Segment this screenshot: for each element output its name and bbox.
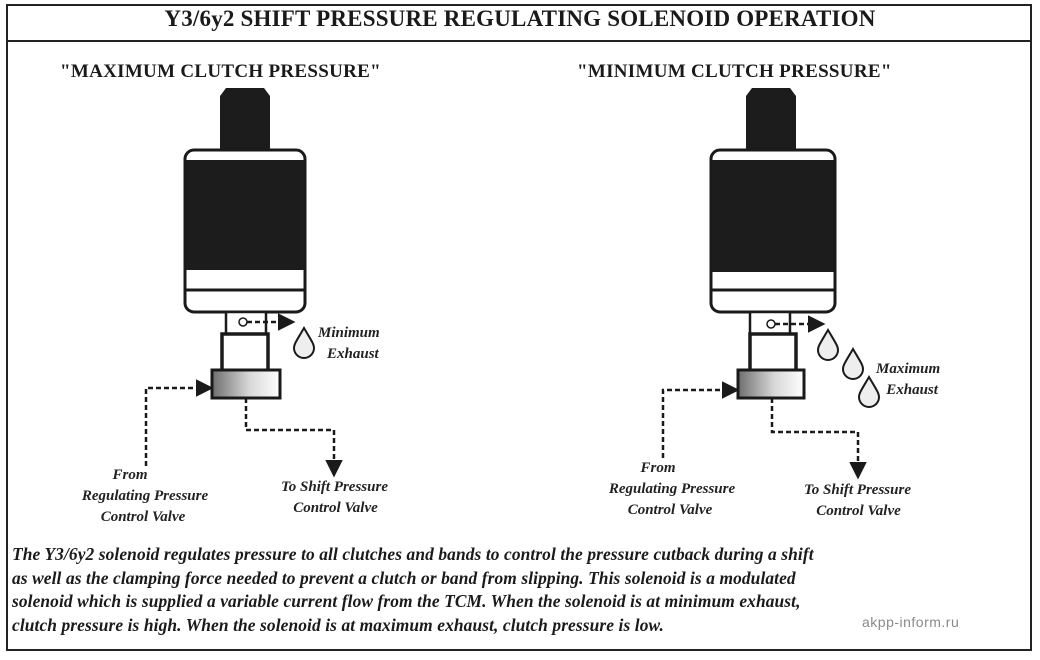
valve-block-left: [210, 368, 282, 400]
diagram-frame: [6, 4, 1032, 651]
drop-icon: [292, 326, 316, 359]
solenoid-left: [183, 88, 307, 400]
description-line: The Y3/6y2 solenoid regulates pressure t…: [12, 544, 814, 564]
from-label-right: From Regulating Pressure Control Valve: [608, 460, 736, 518]
title-divider: [8, 40, 1030, 42]
to-label-left: To Shift Pressure Control Valve: [281, 479, 388, 516]
description-line: solenoid which is supplied a variable cu…: [12, 591, 801, 611]
coil-band-right: [712, 160, 834, 272]
coil-band-left: [186, 160, 304, 270]
to-label-right: To Shift Pressure Control Valve: [804, 482, 911, 519]
valve-block-right: [736, 368, 806, 400]
description-line: clutch pressure is high. When the soleno…: [12, 614, 664, 635]
solenoid-right: [709, 88, 837, 400]
drop-icon: [857, 375, 881, 408]
page-title: Y3/6y2 SHIFT PRESSURE REGULATING SOLENOI…: [164, 6, 876, 31]
to-arrow-right: [770, 398, 867, 480]
from-arrow-left: [144, 379, 214, 466]
exhaust-label-right: Maximum Exhaust: [876, 361, 941, 398]
from-arrow-right: [661, 381, 740, 458]
connector-right: [746, 88, 796, 150]
drop-icon: [841, 347, 865, 380]
watermark: akpp-inform.ru: [862, 614, 960, 630]
drop-icon: [816, 328, 840, 361]
connector-left: [220, 88, 270, 150]
to-arrow-left: [244, 398, 343, 478]
from-label-left: From Regulating Pressure Control Valve: [81, 467, 209, 525]
exhaust-port-left: [238, 317, 248, 327]
exhaust-label-left: Minimum Exhaust: [318, 325, 380, 362]
heading-maximum-clutch-pressure: "MAXIMUM CLUTCH PRESSURE": [60, 61, 381, 82]
heading-minimum-clutch-pressure: "MINIMUM CLUTCH PRESSURE": [577, 61, 892, 82]
description-text: The Y3/6y2 solenoid regulates pressure t…: [12, 543, 1034, 637]
description-line: as well as the clamping force needed to …: [12, 567, 796, 588]
exhaust-port-right: [766, 319, 776, 329]
